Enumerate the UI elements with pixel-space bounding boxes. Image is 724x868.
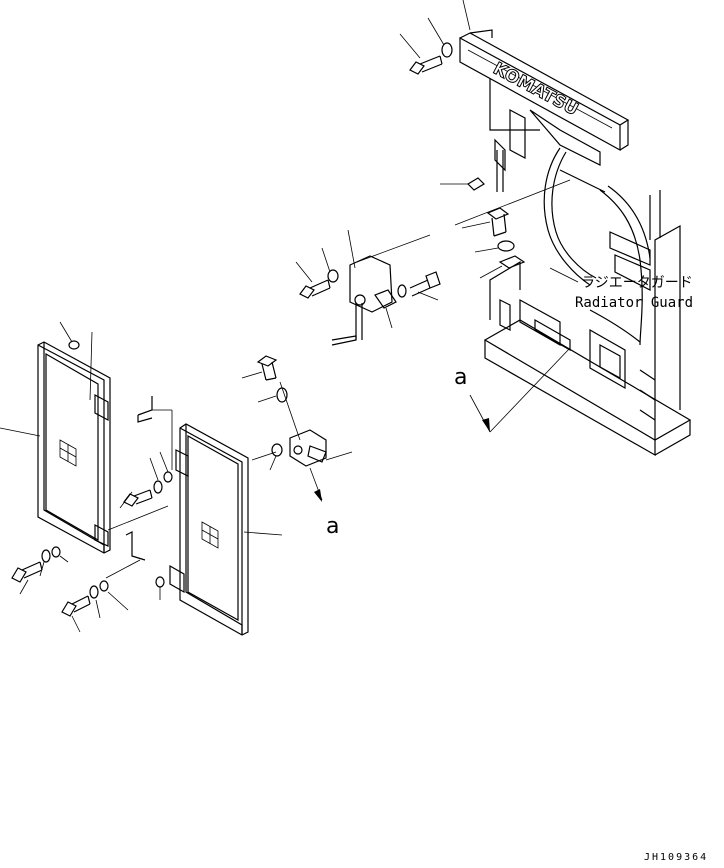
left-bolt-upper xyxy=(123,471,173,507)
detail-a-label-main: a xyxy=(454,365,467,390)
small-screw xyxy=(440,177,485,191)
reference-line xyxy=(356,234,431,263)
leader-line xyxy=(321,247,331,273)
leader-line xyxy=(107,591,129,611)
leader-line xyxy=(95,599,101,619)
radiator-guard-frame xyxy=(483,185,692,457)
leader-line xyxy=(89,331,93,401)
detail-a-arrow-main xyxy=(469,347,571,433)
hinge-plate-center xyxy=(289,429,353,467)
top-washer xyxy=(441,42,453,58)
leader-line xyxy=(39,561,45,577)
top-bolt xyxy=(409,55,443,75)
center-plate-nut xyxy=(479,255,526,279)
komatsu-logo-text: KOMATSU xyxy=(490,59,582,120)
leader-line xyxy=(347,229,356,269)
leader-line xyxy=(385,307,393,329)
hinge-nut-center xyxy=(269,443,283,471)
left-bolt-lower-2 xyxy=(61,580,109,617)
label-leader xyxy=(549,267,579,283)
latch-rod-upper xyxy=(137,396,173,470)
leader-line xyxy=(462,0,471,31)
right-cover-panel xyxy=(169,423,249,636)
reference-line xyxy=(251,451,277,461)
hinge-washer-vertical xyxy=(257,387,288,403)
leader-line xyxy=(159,451,169,473)
leader-line xyxy=(19,579,29,595)
hinge-bolt-right xyxy=(409,271,441,301)
guard-label-en: Radiator Guard xyxy=(575,295,693,311)
latch-rod-lower xyxy=(105,505,169,579)
hinge-washer xyxy=(327,269,339,283)
left-cover-panel xyxy=(37,341,111,554)
center-bolt-upright xyxy=(461,207,510,237)
reference-line xyxy=(454,179,571,226)
hinge-bolt-vertical xyxy=(241,355,278,381)
center-washer xyxy=(474,240,515,253)
hinge-washer-right xyxy=(397,284,407,298)
reference-line xyxy=(279,381,301,441)
guard-label-jp: ラジエータガード xyxy=(581,275,693,291)
panel-rivet-lower xyxy=(155,576,165,600)
komatsu-plate: KOMATSU xyxy=(459,29,630,152)
leader-line xyxy=(149,457,159,481)
detail-a-label-hinge: a xyxy=(326,514,339,539)
drawing-number: JH109364 xyxy=(644,852,708,863)
detail-a-arrow-hinge xyxy=(309,467,323,502)
leader-line xyxy=(119,491,133,509)
leader-line xyxy=(59,555,69,563)
leader-line xyxy=(243,531,283,536)
leader-line xyxy=(295,261,313,283)
leader-line xyxy=(71,615,81,633)
hinge-bracket xyxy=(331,255,397,346)
hinge-bolt-left xyxy=(299,279,331,299)
leader-line xyxy=(399,33,421,59)
upper-bracket xyxy=(489,78,606,286)
left-bolt-lower-1 xyxy=(11,546,61,583)
leader-line xyxy=(427,17,445,46)
leader-line xyxy=(0,427,41,437)
left-panel-grommet xyxy=(59,321,80,350)
